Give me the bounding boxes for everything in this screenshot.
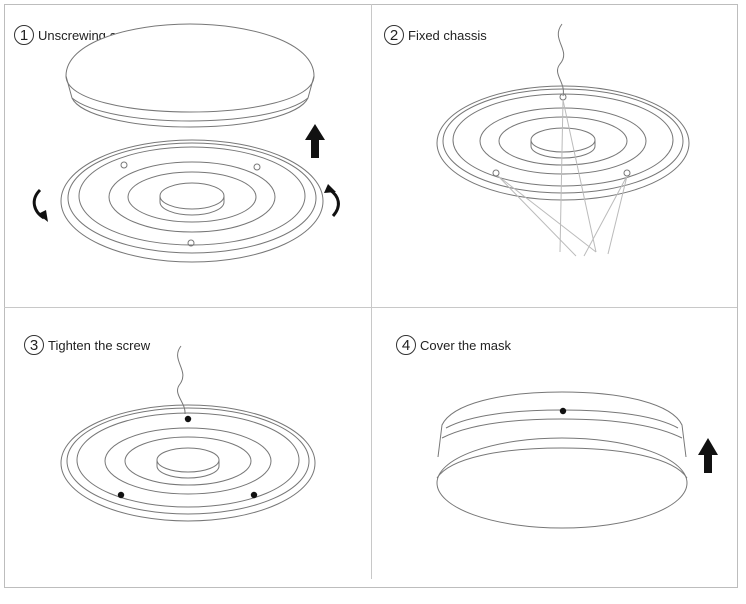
mask-dome: [65, 23, 315, 128]
chassis-plate-3: [60, 345, 316, 522]
mounting-guides: [497, 99, 628, 257]
vertical-divider: [371, 4, 372, 579]
step-1-number: 1: [14, 25, 34, 45]
step-4-number: 4: [396, 335, 416, 355]
step-2-number: 2: [384, 25, 404, 45]
rotate-arrow-right: [324, 184, 340, 218]
screw-dots: [117, 407, 567, 499]
step-4-heading: 4 Cover the mask: [396, 332, 511, 358]
step-3-number: 3: [24, 335, 44, 355]
lift-arrow-1: [305, 124, 325, 158]
covered-lamp: [436, 391, 688, 529]
chassis-plate-2: [436, 23, 690, 201]
lift-arrow-4: [698, 438, 718, 473]
horizontal-divider: [4, 307, 737, 308]
chassis-plate-1: [60, 139, 324, 263]
step-2-heading: 2 Fixed chassis: [384, 22, 487, 48]
step-3-label: Tighten the screw: [48, 337, 151, 353]
rotate-arrow-left: [32, 188, 48, 222]
step-4-label: Cover the mask: [420, 337, 512, 353]
step-3-heading: 3 Tighten the screw: [24, 332, 150, 358]
step-2-label: Fixed chassis: [408, 27, 487, 43]
